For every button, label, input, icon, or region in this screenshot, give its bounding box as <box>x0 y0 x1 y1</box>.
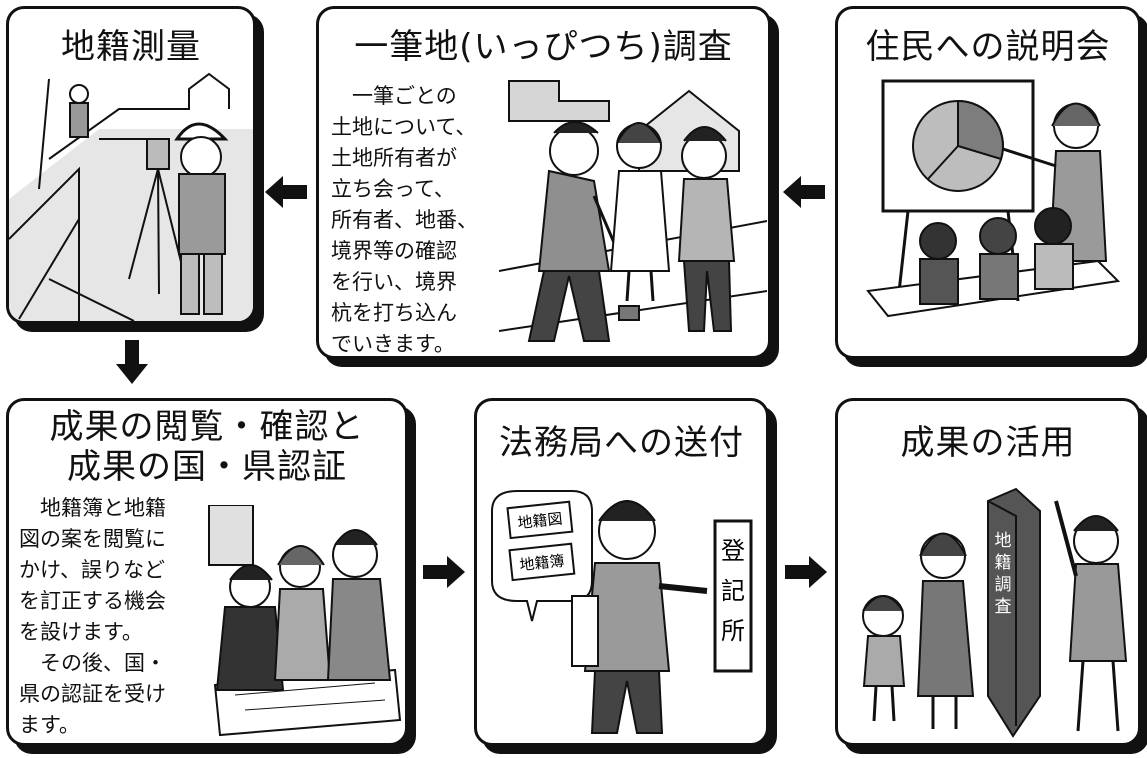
text-line: でいきます。 <box>331 332 455 356</box>
text-line: 一筆ごとの <box>352 84 457 108</box>
text-line: ます。 <box>19 713 80 737</box>
text-line: 立ち会って、 <box>331 177 455 201</box>
family-illustration: 地 籍 調 査 <box>862 487 1128 738</box>
post-char: 査 <box>995 597 1012 617</box>
step-parcel-survey: 一筆地(いっぴつち)調査 一筆ごとの 土地について、 土地所有者が 立ち会って、… <box>316 6 771 359</box>
office-sign-char: 所 <box>721 617 745 645</box>
arrow-down-icon <box>116 340 148 384</box>
step-resident-briefing: 住民への説明会 <box>835 6 1141 359</box>
post-char: 籍 <box>995 553 1012 573</box>
step-use-of-results: 成果の活用 地 籍 調 査 <box>835 398 1141 746</box>
delivery-illustration: 地籍図 地籍簿 登 記 所 <box>491 490 753 734</box>
step-title: 地籍測量 <box>61 27 201 67</box>
post-char: 地 <box>995 531 1012 551</box>
step-title: 住民への説明会 <box>865 27 1111 67</box>
text-line: 所有者、地番、 <box>331 208 478 232</box>
step-title: 成果の閲覧・確認と 成果の国・県認証 <box>9 407 405 487</box>
text-line: 図の案を閲覧に <box>19 527 166 551</box>
office-sign-char: 登 <box>721 537 745 565</box>
text-line: 地籍簿と地籍 <box>40 496 166 520</box>
surveyor-illustration <box>9 72 253 321</box>
landowners-illustration <box>499 80 767 342</box>
post-char: 調 <box>995 575 1012 595</box>
step-title: 一筆地(いっぴつち)調査 <box>354 27 733 67</box>
map-card-label: 地籍図 <box>517 510 564 533</box>
briefing-illustration <box>866 79 1121 318</box>
text-line: 県の認証を受け <box>19 682 166 706</box>
map-review-illustration <box>208 505 402 737</box>
text-line: かけ、誤りなど <box>19 558 165 582</box>
step-title: 成果の活用 <box>900 423 1076 463</box>
arrow-right-icon <box>785 556 827 588</box>
step-description: 地籍簿と地籍 図の案を閲覧に かけ、誤りなど を訂正する機会 を設けます。 その… <box>19 493 199 741</box>
title-line: 成果の国・県認証 <box>67 447 347 487</box>
text-line: を設けます。 <box>19 620 143 644</box>
text-line: 境界等の確認 <box>331 239 457 263</box>
step-send-to-legal-affairs-bureau: 法務局への送付 地籍図 地籍簿 登 記 所 <box>474 398 769 746</box>
text-line: 土地所有者が <box>331 146 457 170</box>
text-line: 土地について、 <box>331 115 477 139</box>
arrow-left-icon <box>783 176 825 208</box>
text-line: を行い、境界 <box>331 270 457 294</box>
text-line: その後、国・ <box>40 651 166 675</box>
step-cadastral-survey: 地籍測量 <box>6 6 256 324</box>
step-title: 法務局への送付 <box>499 423 744 463</box>
arrow-right-icon <box>423 556 465 588</box>
office-sign-char: 記 <box>721 577 745 605</box>
step-review-and-certification: 成果の閲覧・確認と 成果の国・県認証 地籍簿と地籍 図の案を閲覧に かけ、誤りな… <box>6 398 408 746</box>
text-line: 杭を打ち込ん <box>331 301 457 325</box>
arrow-left-icon <box>265 176 307 208</box>
text-line: を訂正する機会 <box>19 589 166 613</box>
book-card-label: 地籍簿 <box>519 552 566 575</box>
step-description: 一筆ごとの 土地について、 土地所有者が 立ち会って、 所有者、地番、 境界等の… <box>331 81 501 356</box>
title-line: 成果の閲覧・確認と <box>49 407 365 447</box>
